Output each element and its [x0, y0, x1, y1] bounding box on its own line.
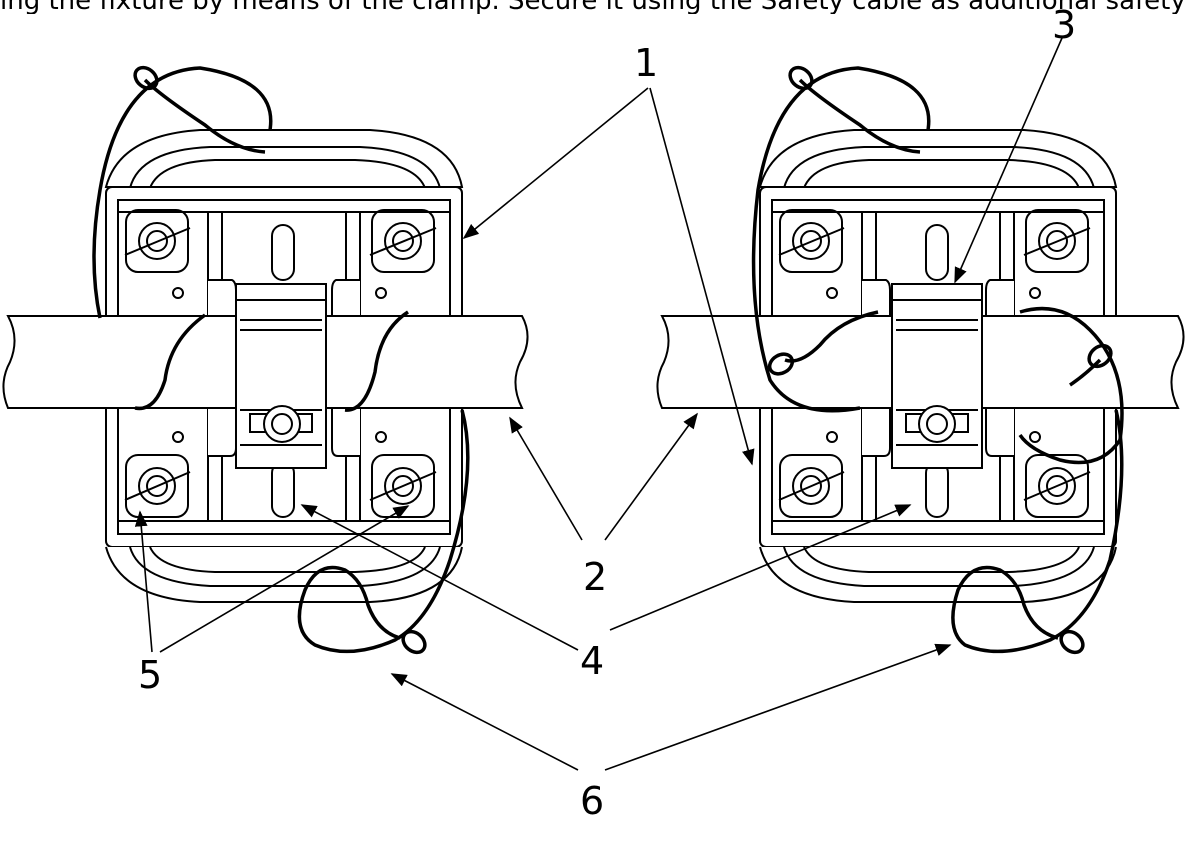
leader-5a [134, 510, 153, 653]
callout-5: 5 [138, 653, 163, 697]
right-corner-knob-br [1023, 454, 1091, 518]
right-corner-knob-tl [778, 209, 845, 273]
right-safety-cable [751, 65, 1124, 655]
callout-2: 2 [583, 555, 608, 599]
leader-3 [954, 37, 1063, 284]
leader-6b [604, 643, 952, 771]
leader-5b [159, 505, 410, 653]
left-corner-knob-bl [124, 454, 191, 518]
right-corner-knob-tr [1023, 209, 1091, 273]
leader-4a [300, 504, 579, 651]
leader-6a [390, 673, 579, 771]
callout-6: 6 [580, 779, 605, 823]
left-corner-knob-tl [124, 209, 191, 273]
left-safety-cable [92, 65, 470, 655]
callout-4: 4 [580, 639, 605, 683]
leader-4b [609, 504, 912, 631]
callout-1: 1 [634, 41, 659, 85]
cut-off-header-text: ing the fixture by means of the clamp. S… [0, 0, 1188, 14]
leader-1a [462, 87, 649, 240]
left-clamp [235, 283, 327, 469]
right-corner-knob-bl [778, 454, 845, 518]
leader-2b [604, 412, 698, 541]
leader-2a [509, 416, 583, 541]
leader-lines [134, 37, 1063, 771]
leader-1b [649, 87, 755, 466]
callout-3: 3 [1052, 3, 1077, 47]
left-corner-knob-tr [369, 209, 437, 273]
right-clamp [891, 283, 983, 469]
